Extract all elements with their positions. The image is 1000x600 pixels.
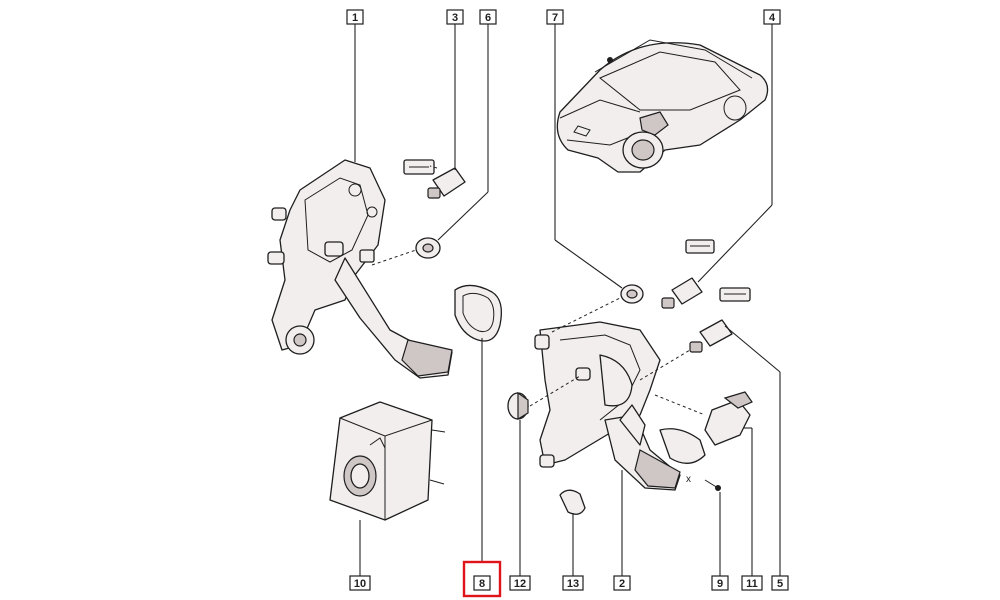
left-pedal-assembly bbox=[267, 159, 453, 379]
clip-12 bbox=[507, 375, 581, 421]
leader-lines bbox=[354, 24, 781, 576]
callout-13[interactable]: 13 bbox=[562, 575, 584, 591]
callout-3[interactable]: 3 bbox=[446, 9, 464, 25]
callout-6[interactable]: 6 bbox=[479, 9, 497, 25]
svg-text:1: 1 bbox=[352, 12, 358, 24]
svg-text:2: 2 bbox=[619, 578, 625, 590]
callout-2[interactable]: 2 bbox=[613, 575, 631, 591]
svg-text:7: 7 bbox=[552, 12, 558, 24]
housing-10 bbox=[329, 401, 446, 521]
bushing-6 bbox=[371, 237, 441, 266]
callout-7[interactable]: 7 bbox=[546, 9, 564, 25]
sensor-4 bbox=[661, 239, 715, 309]
callout-4[interactable]: 4 bbox=[763, 9, 781, 25]
svg-text:10: 10 bbox=[354, 578, 366, 590]
svg-text:12: 12 bbox=[514, 578, 526, 590]
switch-11 bbox=[654, 391, 753, 446]
svg-text:8: 8 bbox=[479, 578, 485, 590]
callout-9[interactable]: 9 bbox=[711, 575, 729, 591]
svg-text:11: 11 bbox=[746, 578, 758, 590]
svg-text:6: 6 bbox=[485, 12, 491, 24]
pad-13 bbox=[559, 489, 586, 515]
highlight-frame bbox=[462, 560, 502, 598]
sensor-5 bbox=[639, 287, 751, 381]
callout-10[interactable]: 10 bbox=[349, 575, 371, 591]
callout-11[interactable]: 11 bbox=[741, 575, 763, 591]
svg-text:4: 4 bbox=[769, 12, 776, 24]
callout-8[interactable]: 8 bbox=[462, 560, 502, 598]
car-illustration bbox=[556, 39, 769, 173]
bushing-7 bbox=[551, 284, 644, 333]
svg-text:5: 5 bbox=[777, 578, 783, 590]
sensor-3 bbox=[403, 159, 466, 199]
callout-5[interactable]: 5 bbox=[771, 575, 789, 591]
svg-text:13: 13 bbox=[567, 578, 579, 590]
x-mark: x bbox=[686, 474, 691, 485]
callout-1[interactable]: 1 bbox=[346, 9, 364, 25]
svg-text:9: 9 bbox=[717, 578, 723, 590]
right-pedal-assembly bbox=[534, 321, 706, 491]
screw-9: x bbox=[686, 474, 721, 491]
gasket-8 bbox=[454, 284, 503, 342]
svg-text:3: 3 bbox=[452, 12, 458, 24]
callout-12[interactable]: 12 bbox=[509, 575, 531, 591]
